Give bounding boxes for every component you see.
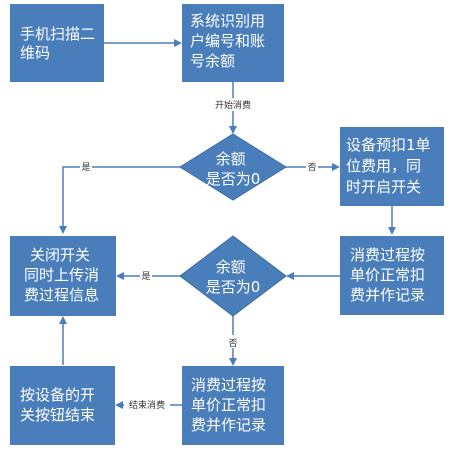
- arrowhead-check2-to-consume2: [229, 358, 237, 366]
- connectors: [59, 39, 396, 409]
- svg-text:手机扫描二 维码: 手机扫描二 维码: [20, 25, 100, 62]
- node-prededuct-line-2: 位费用，同: [346, 157, 421, 175]
- node-close-upload: 关闭开关 同时上传消 费过程信息: [10, 236, 116, 316]
- node-prededuct-line-3: 时开启开关: [346, 178, 421, 196]
- node-consume-record-1-line-1: 消费过程按: [350, 246, 425, 264]
- node-consume-record-2-line-2: 单价正常扣: [191, 396, 266, 414]
- svg-text:消费过程按 单价正常扣 费并作记录: 消费过程按 单价正常扣 费并作记录: [350, 246, 430, 304]
- node-consume-record-2: 消费过程按 单价正常扣 费并作记录: [182, 366, 284, 445]
- arrowhead-consume1-to-check2: [286, 272, 294, 280]
- node-press-end-line-1: 按设备的开: [20, 386, 95, 404]
- edge-label-check1-no: 否: [307, 162, 316, 173]
- svg-text:关闭开关 同时上传消 费过程信息: 关闭开关 同时上传消 费过程信息: [24, 246, 104, 304]
- arrowhead-check1-to-close: [59, 226, 67, 234]
- node-balance-check-2-line-2: 是否为0: [206, 278, 261, 296]
- node-identify-user: 系统识别用 户编号和账 号余额: [182, 4, 284, 82]
- node-consume-record-2-line-3: 费并作记录: [191, 416, 266, 434]
- edge-label-end-consume: 结束消费: [129, 399, 165, 411]
- svg-text:系统识别用 户编号和账 号余额: 系统识别用 户编号和账 号余额: [190, 12, 270, 70]
- arrowhead-check2-to-close: [116, 272, 124, 280]
- svg-text:设备预扣1单 位费用，同 时开启开关: 设备预扣1单 位费用，同 时开启开关: [346, 136, 435, 196]
- node-consume-record-1-line-3: 费并作记录: [350, 286, 425, 304]
- node-balance-check-2-line-1: 余额: [216, 258, 246, 276]
- node-balance-check-1-line-2: 是否为0: [206, 170, 261, 188]
- node-scan-qr-line-2: 维码: [20, 44, 50, 62]
- arrowhead-identify-to-check1: [229, 126, 237, 134]
- node-prededuct: 设备预扣1单 位费用，同 时开启开关: [340, 127, 444, 206]
- arrowhead-check1-to-prededuct: [332, 163, 340, 171]
- node-consume-record-2-line-1: 消费过程按: [191, 376, 266, 394]
- node-consume-record-1-line-2: 单价正常扣: [350, 266, 425, 284]
- svg-text:按设备的开 关按钮结束: 按设备的开 关按钮结束: [20, 386, 100, 424]
- svg-text:消费过程按 单价正常扣 费并作记录: 消费过程按 单价正常扣 费并作记录: [191, 376, 271, 434]
- svg-text:余额 是否为0: 余额 是否为0: [206, 258, 261, 296]
- arrowhead-prededuct-to-consume1: [388, 227, 396, 235]
- edge-label-check2-yes: 是: [141, 271, 150, 282]
- node-close-upload-line-1: 关闭开关: [30, 246, 90, 264]
- svg-text:余额 是否为0: 余额 是否为0: [206, 150, 261, 188]
- node-balance-check-1-line-1: 余额: [216, 150, 246, 168]
- node-press-end-line-2: 关按钮结束: [20, 406, 95, 424]
- node-press-end: 按设备的开 关按钮结束: [10, 366, 115, 445]
- edge-label-check2-no: 否: [228, 338, 237, 349]
- edge-check1-to-close: [62, 166, 180, 228]
- node-balance-check-1: 余额 是否为0: [179, 133, 287, 201]
- node-prededuct-line-1: 设备预扣1单: [346, 136, 431, 154]
- node-scan-qr: 手机扫描二 维码: [10, 4, 104, 82]
- node-close-upload-line-3: 费过程信息: [24, 286, 99, 304]
- edge-label-check1-yes: 是: [81, 162, 90, 173]
- node-scan-qr-line-1: 手机扫描二: [20, 25, 95, 43]
- node-identify-user-line-1: 系统识别用: [190, 12, 265, 30]
- edge-labels: 开始消费 否 是 是 否 结束消费: [80, 98, 318, 411]
- node-close-upload-line-2: 同时上传消: [24, 266, 99, 284]
- arrowhead-consume2-to-press-end: [115, 401, 123, 409]
- arrowhead-scan-to-identify: [174, 39, 182, 47]
- node-identify-user-line-2: 户编号和账: [190, 32, 265, 50]
- node-identify-user-line-3: 号余额: [190, 52, 235, 70]
- node-balance-check-2: 余额 是否为0: [179, 235, 287, 317]
- edge-label-start-consume: 开始消费: [215, 99, 251, 111]
- node-consume-record-1: 消费过程按 单价正常扣 费并作记录: [340, 236, 444, 315]
- arrowhead-press-end-to-close: [59, 316, 67, 324]
